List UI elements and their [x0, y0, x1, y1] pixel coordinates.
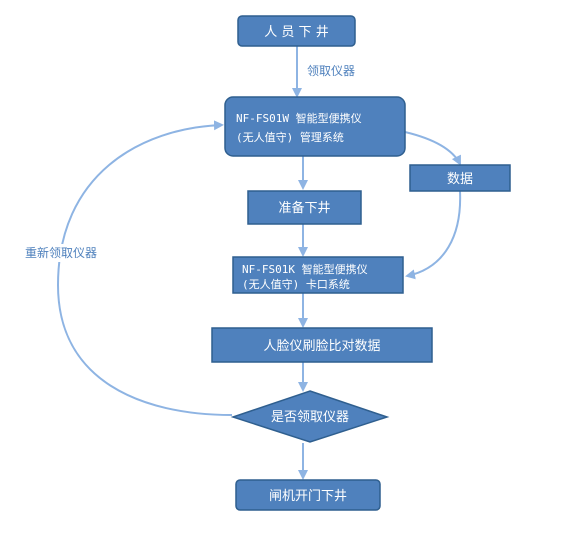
node-checkpoint-system: NF-FS01K 智能型便携仪 (无人值守) 卡口系统	[232, 256, 404, 294]
arrow-mgmt-to-data	[404, 131, 461, 166]
node-checkpoint-system-line1: NF-FS01K 智能型便携仪	[242, 262, 368, 276]
node-decision-label: 是否领取仪器	[271, 410, 349, 425]
node-data: 数据	[409, 164, 511, 192]
recollect-label-bg	[22, 244, 118, 262]
node-prepare-down-label: 准备下井	[278, 200, 330, 216]
node-prepare-down: 准备下井	[247, 190, 362, 225]
edge-label-collect: 领取仪器	[307, 64, 355, 78]
node-checkpoint-system-line2: (无人值守) 卡口系统	[242, 277, 350, 291]
node-gate-open: 闸机开门下井	[235, 479, 381, 511]
node-personnel-down-label: 人 员 下 井	[264, 25, 328, 40]
node-face-compare: 人脸仪刷脸比对数据	[211, 327, 433, 363]
node-face-compare-label: 人脸仪刷脸比对数据	[263, 339, 380, 354]
edge-label-recollect: 重新领取仪器	[25, 245, 97, 260]
node-personnel-down: 人 员 下 井	[237, 15, 356, 47]
arrow-data-to-checkpoint	[405, 190, 462, 280]
node-data-label: 数据	[447, 172, 473, 187]
node-mgmt-system-line1: NF-FS01W 智能型便携仪	[236, 111, 362, 125]
node-mgmt-system-line2: (无人值守) 管理系统	[236, 130, 344, 144]
node-mgmt-system: NF-FS01W 智能型便携仪 (无人值守) 管理系统	[224, 96, 406, 157]
node-gate-open-label: 闸机开门下井	[269, 489, 347, 504]
arrow-loop-recollect	[56, 120, 233, 416]
node-decision: 是否领取仪器	[230, 390, 390, 443]
